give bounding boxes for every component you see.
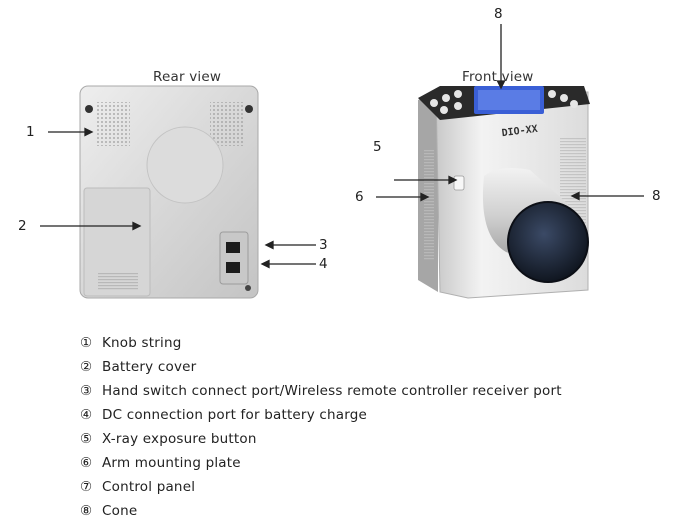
control-button-icon — [570, 100, 578, 108]
control-button-icon — [548, 90, 556, 98]
front-view-device — [418, 86, 590, 299]
rear-view-device — [79, 85, 259, 299]
port-panel — [219, 231, 249, 285]
hand-switch-port — [226, 242, 240, 253]
callout-number: 8 — [494, 6, 503, 22]
front-view-title: Front view — [462, 69, 534, 85]
screw-icon — [245, 105, 253, 113]
battery-cover — [83, 187, 151, 297]
cone-cap — [508, 202, 588, 282]
callout-number: 5 — [373, 139, 382, 155]
exposure-button — [453, 175, 465, 191]
callout-number: 4 — [319, 256, 328, 272]
control-button-icon — [454, 102, 462, 110]
callout-number: 3 — [319, 237, 328, 253]
control-button-icon — [430, 99, 438, 107]
callout-number: 1 — [26, 124, 35, 140]
dc-port — [226, 262, 240, 273]
model-label: DIO-XX — [501, 124, 538, 139]
control-button-icon — [440, 106, 448, 114]
control-button-icon — [442, 94, 450, 102]
vent-grid — [210, 102, 244, 146]
screw-icon — [85, 105, 93, 113]
rear-view-title: Rear view — [153, 69, 222, 85]
control-button-icon — [454, 90, 462, 98]
vent-grid — [96, 102, 130, 146]
rear-circle-plate — [146, 126, 224, 204]
control-button-icon — [560, 94, 568, 102]
callout-number: 8 — [652, 188, 661, 204]
callout-number: 6 — [355, 189, 364, 205]
callout-number: 2 — [18, 218, 27, 234]
